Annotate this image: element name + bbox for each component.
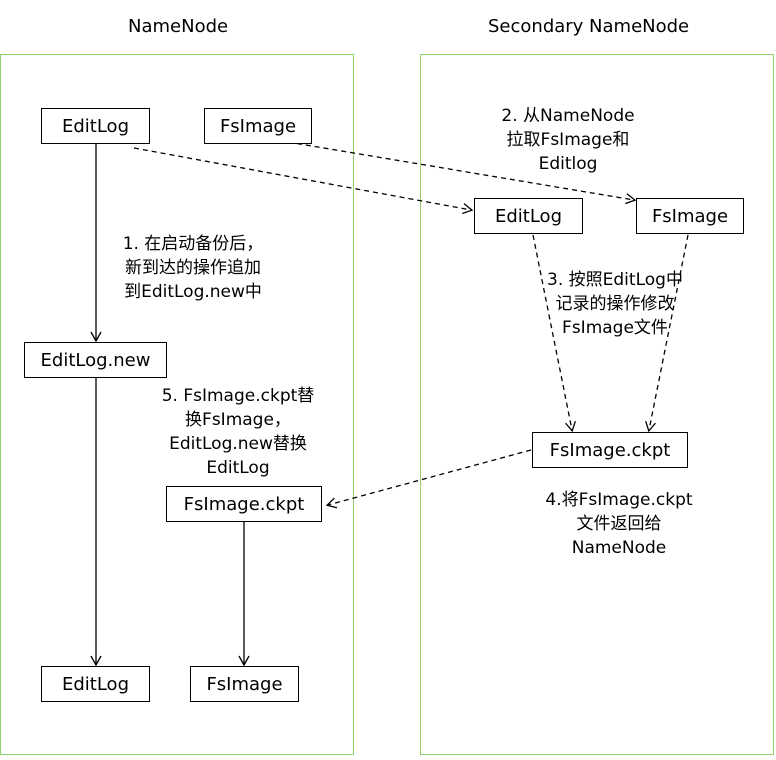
namenode-panel [0,54,354,755]
secondary-namenode-panel [420,54,774,755]
step3-line-3: FsImage文件 [562,318,668,338]
step5-line-2: 换FsImage， [185,410,291,430]
step5-line-1: 5. FsImage.ckpt替 [161,386,315,406]
nn-fsimage-box: FsImage [204,108,312,144]
nn-editlog-box: EditLog [41,108,150,144]
snn-fsimage-box: FsImage [636,198,744,234]
step4-note: 4.将FsImage.ckpt 文件返回给 NameNode [524,488,714,560]
step5-line-3: EditLog.new替换 [169,434,307,454]
step3-line-1: 3. 按照EditLog中 [547,270,683,290]
step4-line-2: 文件返回给 [576,514,662,534]
step1-line-1: 1. 在启动备份后， [122,234,264,254]
step4-line-1: 4.将FsImage.ckpt [545,490,693,510]
edge-fsimage-to-ckpt [645,234,689,433]
step5-note: 5. FsImage.ckpt替 换FsImage， EditLog.new替换… [140,384,336,480]
edge-editlog-to-ckpt [532,234,576,433]
nn-fsimage-ckpt-box: FsImage.ckpt [166,486,322,522]
edge-fetch-editlog [133,147,474,215]
step2-line-3: Editlog [538,154,598,174]
nn-editlog-new-box: EditLog.new [24,342,167,378]
step2-note: 2. 从NameNode 拉取FsImage和 Editlog [478,104,658,176]
nn-editlog-bottom-box: EditLog [41,666,150,702]
secondary-namenode-title: Secondary NameNode [488,16,690,37]
step1-note: 1. 在启动备份后， 新到达的操作追加 到EditLog.new中 [98,232,288,304]
step2-line-2: 拉取FsImage和 [506,130,630,150]
step3-line-2: 记录的操作修改 [555,294,675,314]
step1-line-2: 新到达的操作追加 [125,258,261,278]
step4-line-3: NameNode [571,538,667,558]
snn-fsimage-ckpt-box: FsImage.ckpt [532,432,688,468]
snn-editlog-box: EditLog [474,198,583,234]
edge-return-ckpt [325,449,532,509]
nn-fsimage-bottom-box: FsImage [190,666,299,702]
namenode-title: NameNode [128,16,229,37]
step3-note: 3. 按照EditLog中 记录的操作修改 FsImage文件 [522,268,708,340]
step1-line-3: 到EditLog.new中 [124,282,262,302]
step2-line-1: 2. 从NameNode [501,106,635,126]
edge-fetch-fsimage [287,141,637,205]
step5-line-4: EditLog [206,458,270,478]
